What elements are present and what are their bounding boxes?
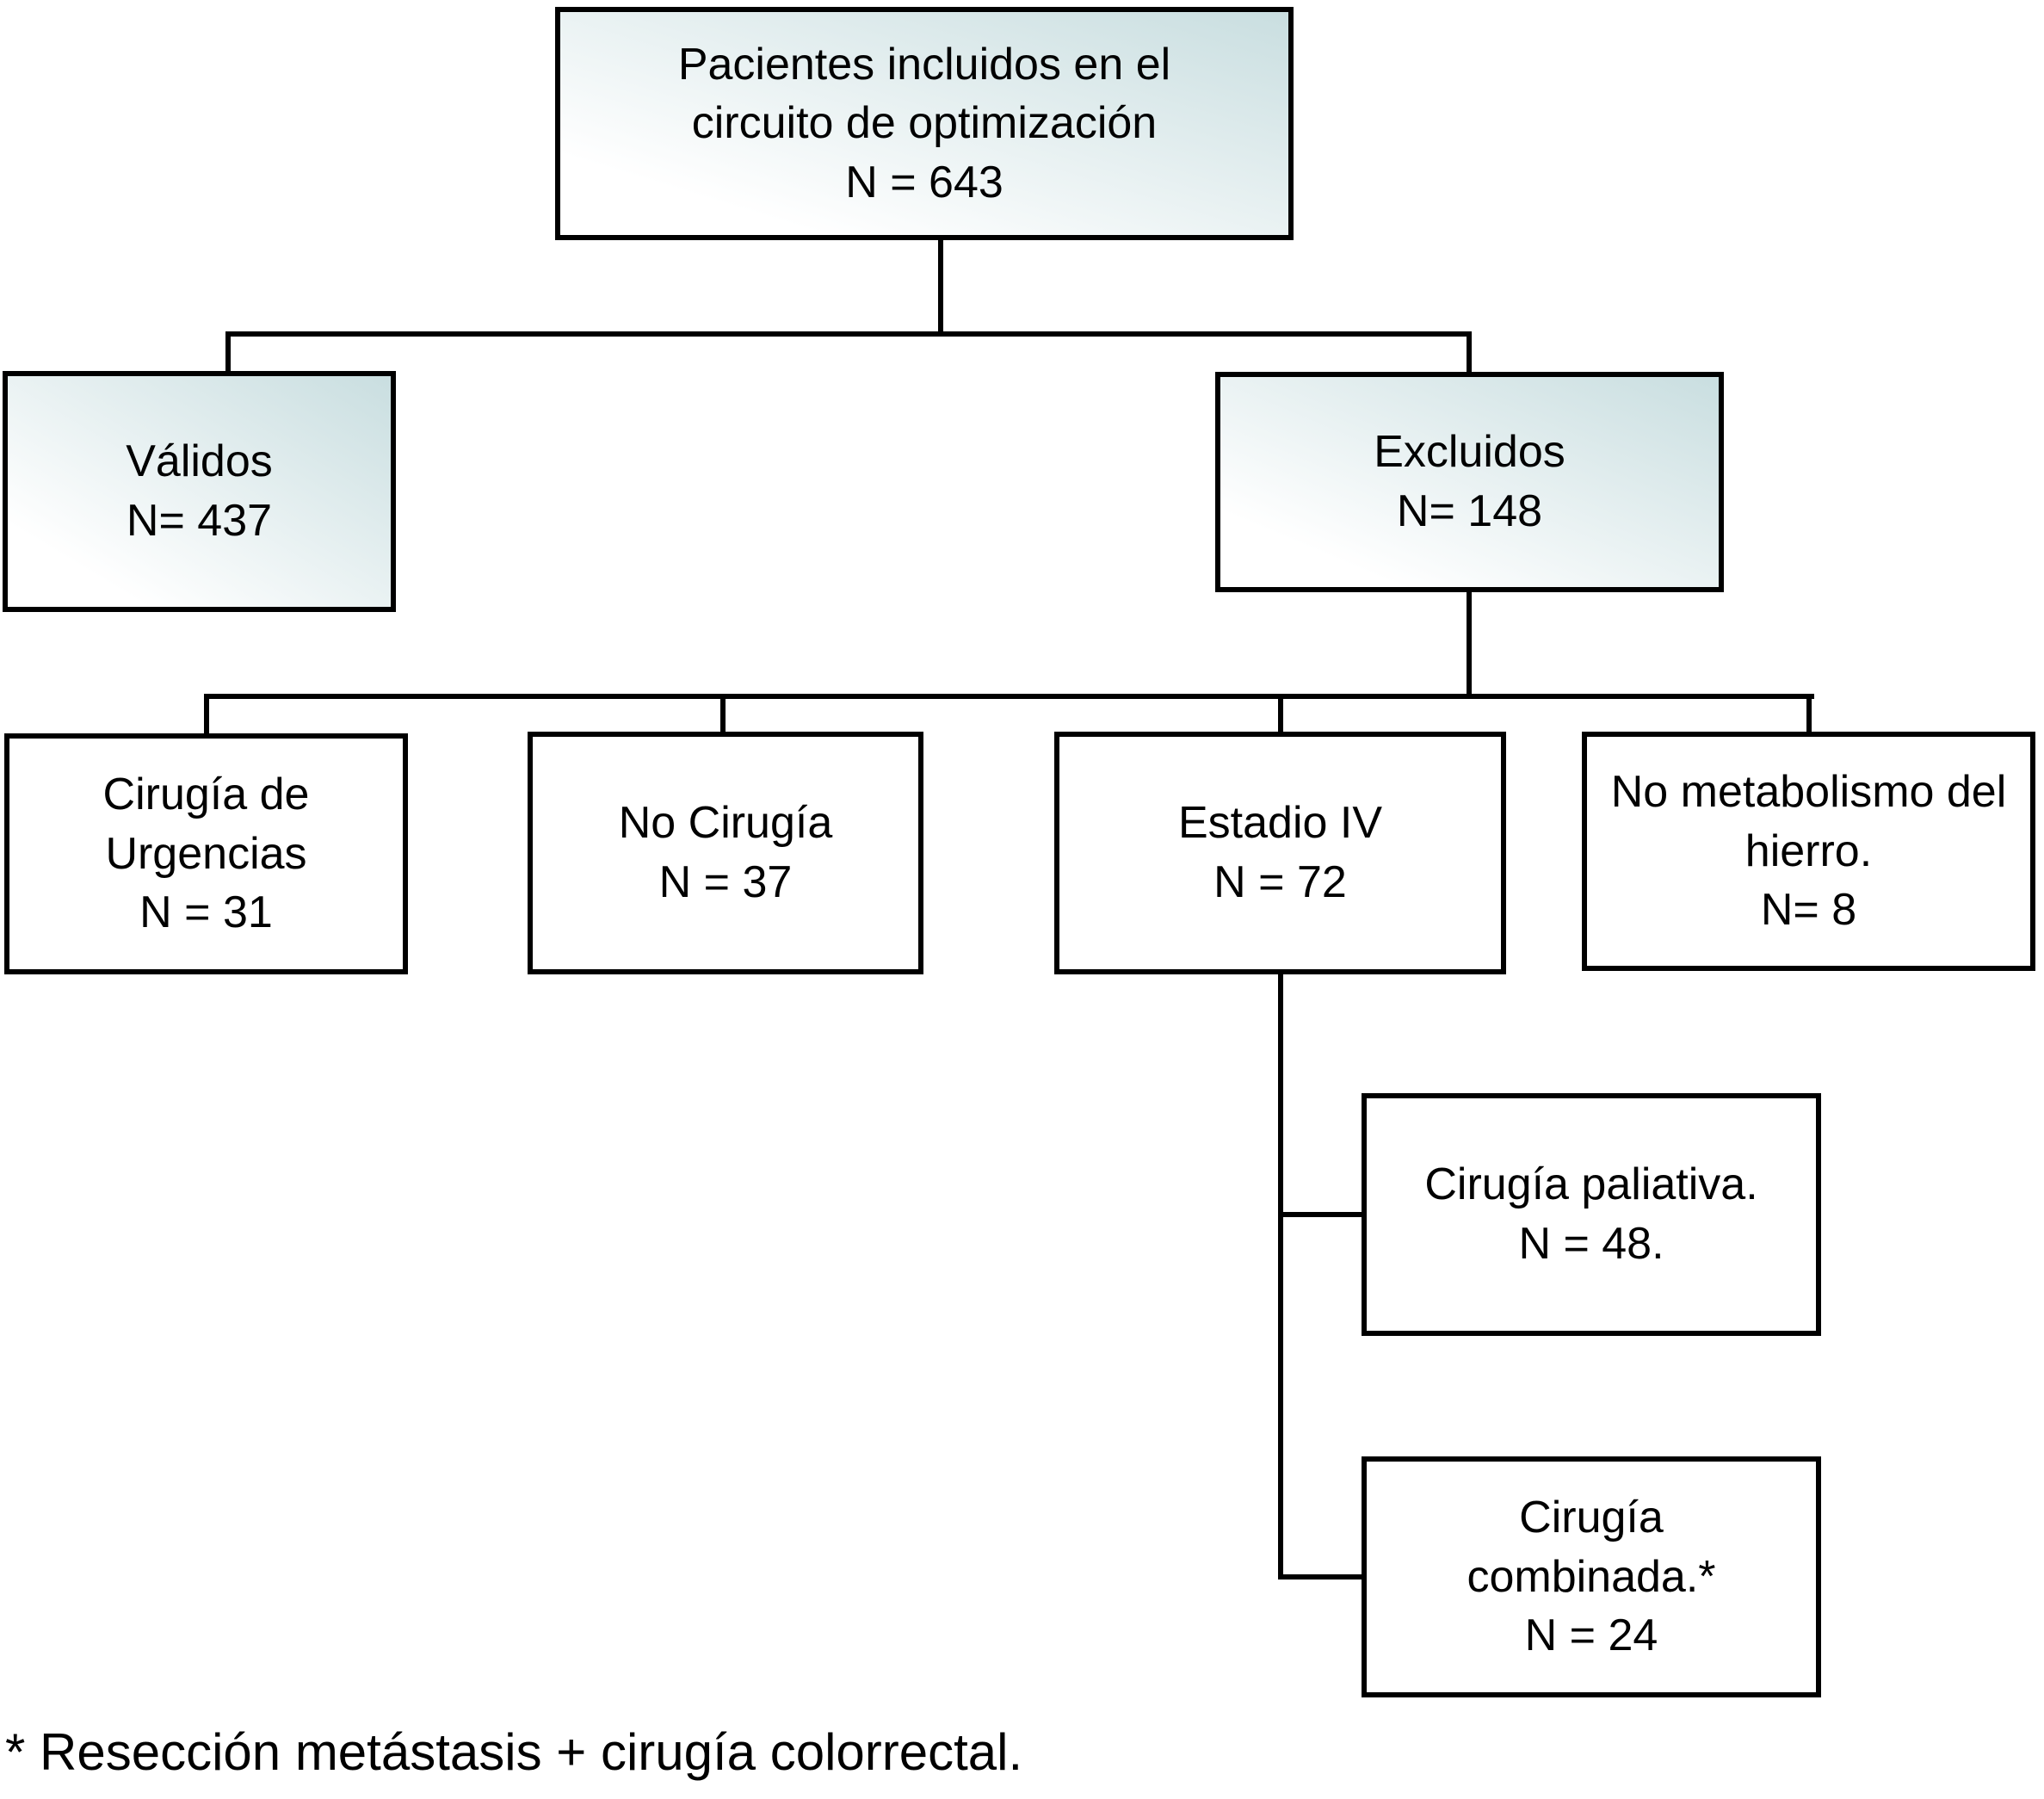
node-validos-text: Válidos N= 437	[126, 432, 273, 550]
node-pacientes-incluidos: Pacientes incluidos en el circuito de op…	[555, 7, 1294, 240]
node-text-line: Excluidos	[1374, 427, 1565, 478]
node-count: N= 8	[1760, 885, 1857, 936]
connector-branch1-horizontal	[225, 331, 1472, 337]
node-count: N= 148	[1396, 486, 1543, 536]
node-text-line: No Cirugía	[618, 798, 833, 849]
node-estadio-iv: Estadio IV N = 72	[1054, 732, 1506, 974]
node-text-line: Pacientes incluidos en el	[677, 39, 1171, 90]
connector-estadio-trunk	[1278, 974, 1283, 1580]
footnote-text: * Resección metástasis + cirugía colorre…	[5, 1723, 1023, 1781]
connector-excluidos-to-branch2	[1467, 592, 1472, 699]
node-count: N = 643	[845, 157, 1003, 207]
node-cirugia-combinada-text: Cirugía combinada.* N = 24	[1467, 1488, 1715, 1666]
node-no-cirugia: No Cirugía N = 37	[528, 732, 923, 974]
node-estadio-iv-text: Estadio IV N = 72	[1178, 794, 1382, 912]
node-count: N = 72	[1213, 857, 1347, 907]
node-pacientes-incluidos-text: Pacientes incluidos en el circuito de op…	[678, 35, 1170, 213]
node-cirugia-urgencias-text: Cirugía de Urgencias N = 31	[9, 765, 403, 943]
node-no-cirugia-text: No Cirugía N = 37	[619, 794, 833, 912]
node-text-line: No metabolismo del	[1610, 767, 2007, 818]
node-text-line: Cirugía paliativa.	[1424, 1159, 1758, 1210]
node-text-line: Cirugía	[1519, 1493, 1664, 1543]
node-validos: Válidos N= 437	[3, 371, 396, 612]
node-text-line: Válidos	[126, 436, 273, 487]
node-excluidos: Excluidos N= 148	[1215, 372, 1724, 592]
connector-trunk-to-combinada	[1278, 1574, 1362, 1580]
node-cirugia-combinada: Cirugía combinada.* N = 24	[1362, 1456, 1821, 1697]
node-count: N = 48.	[1518, 1219, 1664, 1269]
node-count: N= 437	[126, 496, 273, 546]
node-cirugia-paliativa-text: Cirugía paliativa. N = 48.	[1424, 1155, 1757, 1273]
node-text-line: Cirugía de Urgencias	[102, 770, 310, 879]
node-text-line: Estadio IV	[1177, 798, 1383, 849]
connector-trunk-to-paliativa	[1278, 1212, 1362, 1217]
connector-branch2-to-nocirugia	[720, 694, 726, 737]
node-cirugia-urgencias: Cirugía de Urgencias N = 31	[4, 733, 408, 974]
connector-branch2-to-estadio	[1278, 694, 1283, 737]
connector-branch1-to-excluidos	[1467, 331, 1472, 377]
connector-branch2-to-nometab	[1806, 694, 1812, 737]
connector-branch1-to-validos	[225, 331, 231, 376]
connector-branch2-to-urgencias	[204, 694, 209, 737]
node-count: N = 24	[1524, 1610, 1658, 1661]
node-text-line: circuito de optimización	[691, 98, 1158, 149]
node-no-metabolismo-hierro: No metabolismo del hierro. N= 8	[1582, 732, 2035, 971]
node-count: N = 37	[658, 857, 793, 907]
node-text-line: combinada.*	[1467, 1551, 1716, 1602]
connector-included-to-branch1	[938, 240, 943, 337]
node-cirugia-paliativa: Cirugía paliativa. N = 48.	[1362, 1093, 1821, 1336]
node-excluidos-text: Excluidos N= 148	[1374, 423, 1565, 541]
node-text-line: hierro.	[1745, 825, 1873, 876]
node-count: N = 31	[139, 887, 273, 938]
connector-branch2-horizontal	[204, 694, 1814, 699]
node-no-metabolismo-hierro-text: No metabolismo del hierro. N= 8	[1611, 763, 2007, 940]
